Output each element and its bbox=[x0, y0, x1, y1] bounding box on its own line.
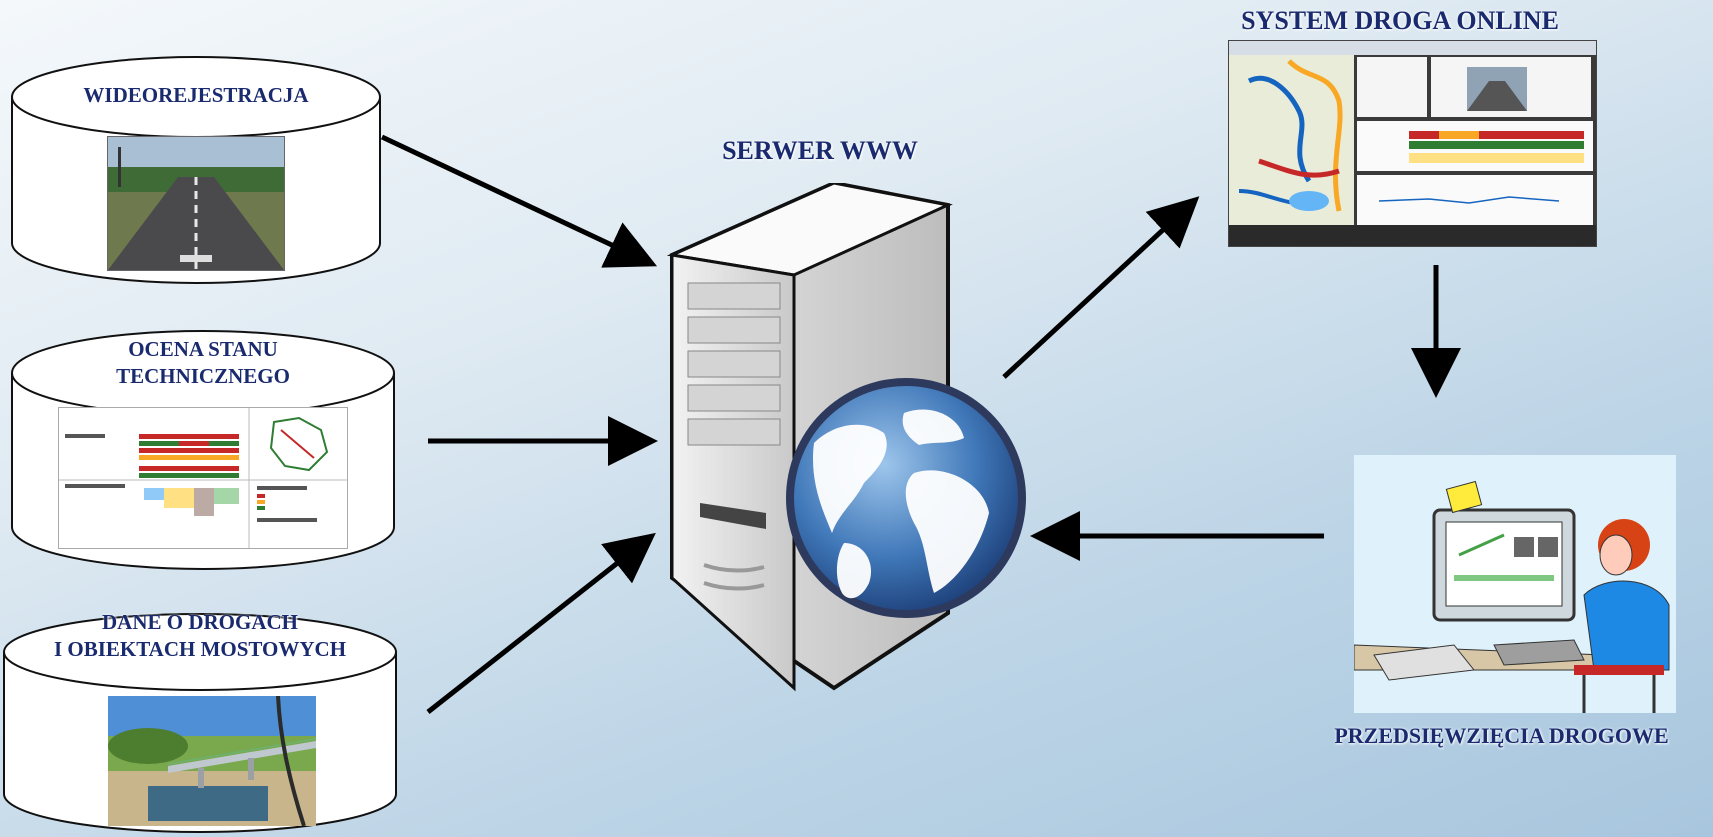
assessment-database-cylinder: OCENA STANU TECHNICZNEGO bbox=[10, 325, 396, 573]
roads-title-line2: I OBIEKTACH MOSTOWYCH bbox=[53, 637, 347, 661]
roads-title-line1: DANE O DROGACH bbox=[101, 610, 298, 634]
arrow-server-to-system bbox=[1002, 196, 1200, 379]
roads-bridges-database-cylinder: DANE O DROGACH I OBIEKTACH MOSTOWYCH bbox=[2, 608, 398, 836]
system-screenshot-thumbnail bbox=[1228, 40, 1597, 247]
user-at-computer-illustration bbox=[1354, 455, 1676, 713]
assessment-title-line1: OCENA STANU bbox=[128, 337, 278, 361]
projects-label: PRZEDSIĘWZIĘCIA DROGOWE bbox=[1334, 723, 1669, 748]
server-label: SERWER WWW bbox=[722, 136, 918, 165]
bridge-photo-thumbnail bbox=[108, 696, 316, 826]
assessment-title-line2: TECHNICZNEGO bbox=[116, 364, 290, 388]
server-globe-icon bbox=[664, 180, 1040, 696]
video-database-cylinder: WIDEOREJESTRACJA bbox=[10, 55, 382, 285]
arrow-video-to-server bbox=[380, 134, 658, 268]
road-video-thumbnail bbox=[107, 136, 285, 271]
system-label: SYSTEM DROGA ONLINE bbox=[1241, 6, 1559, 35]
video-title: WIDEOREJESTRACJA bbox=[83, 83, 309, 107]
assessment-screenshot-thumbnail bbox=[58, 407, 348, 549]
arrow-roads-to-server bbox=[426, 532, 656, 714]
